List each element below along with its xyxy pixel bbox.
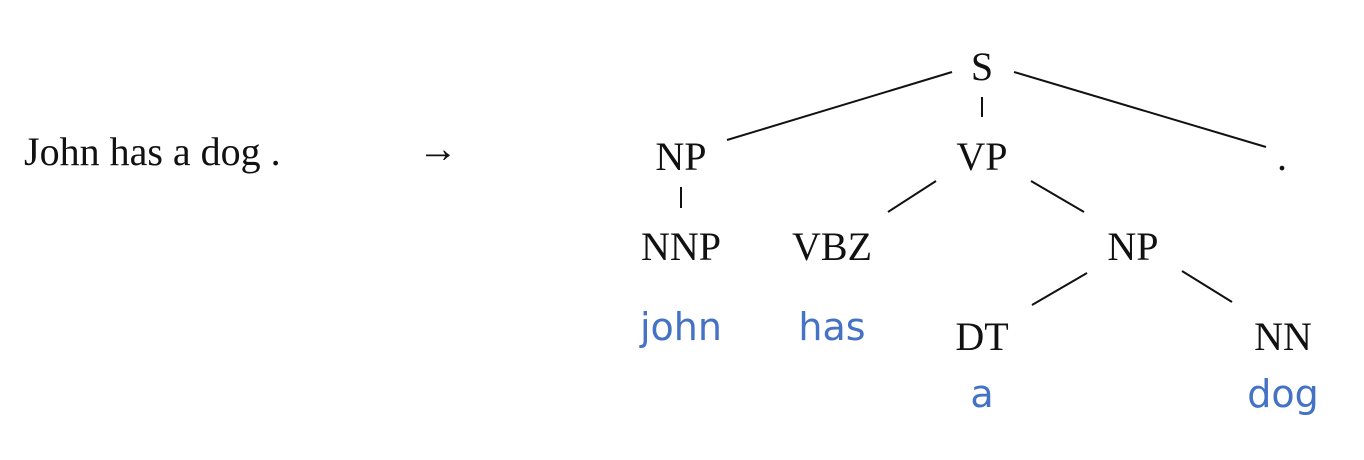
tree-node-dt: DT [955,314,1008,359]
tree-node-nn: NN [1254,314,1312,359]
tree-node-np2: NP [1107,224,1158,269]
tree-node-punct: . [1277,134,1287,179]
input-sentence: John has a dog . [24,129,281,174]
tree-node-nnp: NNP [641,224,721,269]
tree-edge-vp-np2 [1030,180,1085,213]
tree-node-vp: VP [956,134,1007,179]
tree-edge-np2-dt [1031,272,1088,306]
tree-edge-np2-nn [1181,270,1233,303]
leaf-word-a: a [970,372,993,416]
tree-nodes: S NP VP. NNP VBZ NP DT NN [641,44,1312,359]
tree-node-np1: NP [655,134,706,179]
tree-edge-s-np1 [726,71,953,141]
tree-edges [680,71,1267,306]
tree-edge-s-punct [1013,71,1267,148]
leaf-word-has: has [798,305,865,349]
tree-edge-vp-vbz [887,180,937,213]
leaf-word-dog: dog [1247,372,1319,416]
leaf-word-john: john [639,305,722,349]
tree-node-vbz: VBZ [792,224,872,269]
tree-node-s: S [971,44,993,89]
tree-leaves: john has a dog [639,305,1319,416]
transform-arrow-icon: → [418,126,458,171]
